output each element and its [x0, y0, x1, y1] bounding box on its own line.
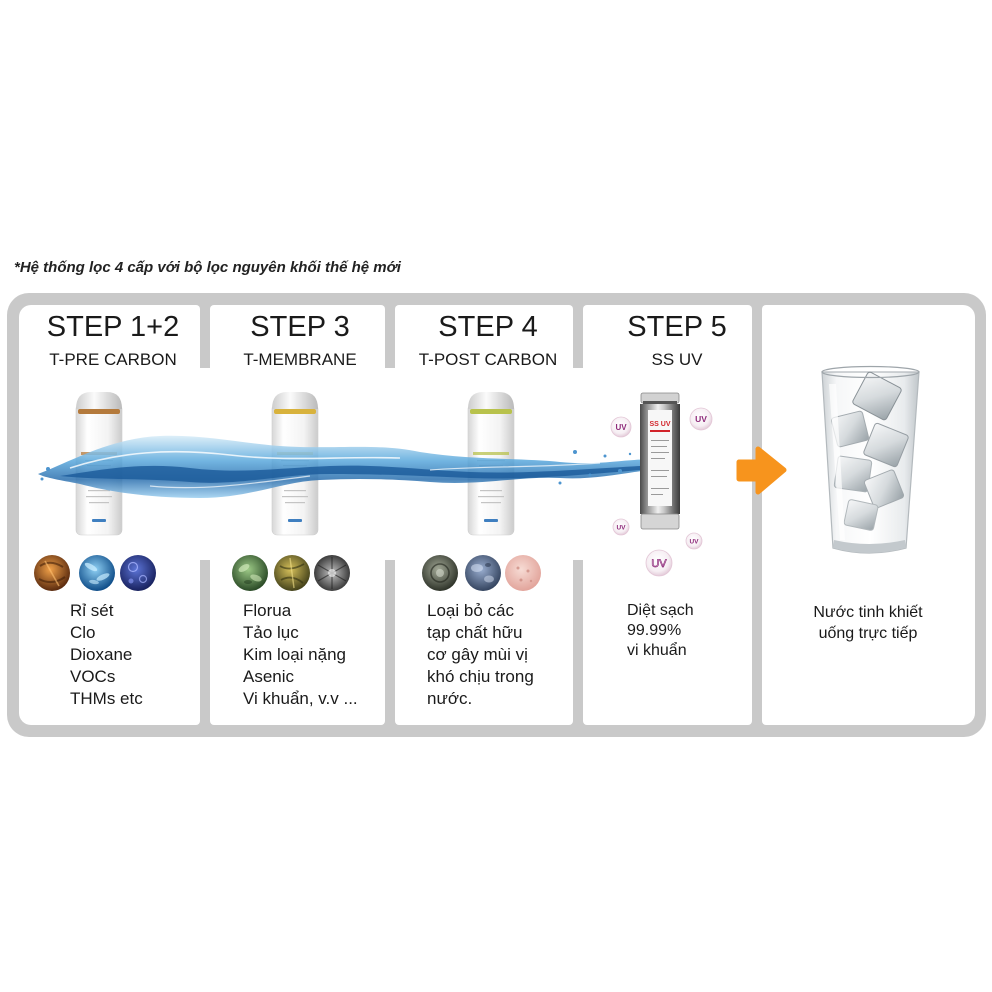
step-1-2-label: STEP 1+2 [23, 311, 203, 343]
result-line: uống trực tiếp [772, 623, 964, 644]
step-3-label: STEP 3 [210, 311, 390, 343]
description-line: vi khuẩn [627, 641, 694, 661]
description-line: tạp chất hữu [427, 622, 534, 644]
step-1-2-contaminant-list: Rỉ sét Clo Dioxane VOCs THMs etc [70, 600, 143, 710]
result-line: Nước tinh khiết [772, 602, 964, 623]
result-description: Nước tinh khiết uống trực tiếp [772, 602, 964, 644]
description-line: 99.99% [627, 621, 694, 641]
list-item: Florua [243, 600, 358, 622]
list-item: Kim loại nặng [243, 644, 358, 666]
description-line: cơ gây mùi vị [427, 644, 534, 666]
step-4-description: Loại bỏ các tạp chất hữu cơ gây mùi vị k… [427, 600, 534, 710]
description-line: Diệt sạch [627, 601, 694, 621]
list-item: Dioxane [70, 644, 143, 666]
step-4-filter-name: T-POST CARBON [398, 350, 578, 370]
page-title: *Hệ thống lọc 4 cấp với bộ lọc nguyên kh… [14, 259, 401, 277]
list-item: Vi khuẩn, v.v ... [243, 688, 358, 710]
list-item: Asenic [243, 666, 358, 688]
step-5-description: Diệt sạch 99.99% vi khuẩn [627, 601, 694, 661]
filter-flow-panel [19, 368, 752, 560]
description-line: nước. [427, 688, 534, 710]
list-item: THMs etc [70, 688, 143, 710]
step-1-2-filter-name: T-PRE CARBON [23, 350, 203, 370]
description-line: khó chịu trong [427, 666, 534, 688]
list-item: VOCs [70, 666, 143, 688]
step-5-filter-name: SS UV [592, 350, 762, 370]
step-4-label: STEP 4 [398, 311, 578, 343]
list-item: Rỉ sét [70, 600, 143, 622]
list-item: Tảo lục [243, 622, 358, 644]
step-3-filter-name: T-MEMBRANE [210, 350, 390, 370]
result-panel [762, 305, 975, 725]
step-3-contaminant-list: Florua Tảo lục Kim loại nặng Asenic Vi k… [243, 600, 358, 710]
step-5-label: STEP 5 [592, 311, 762, 343]
list-item: Clo [70, 622, 143, 644]
description-line: Loại bỏ các [427, 600, 534, 622]
